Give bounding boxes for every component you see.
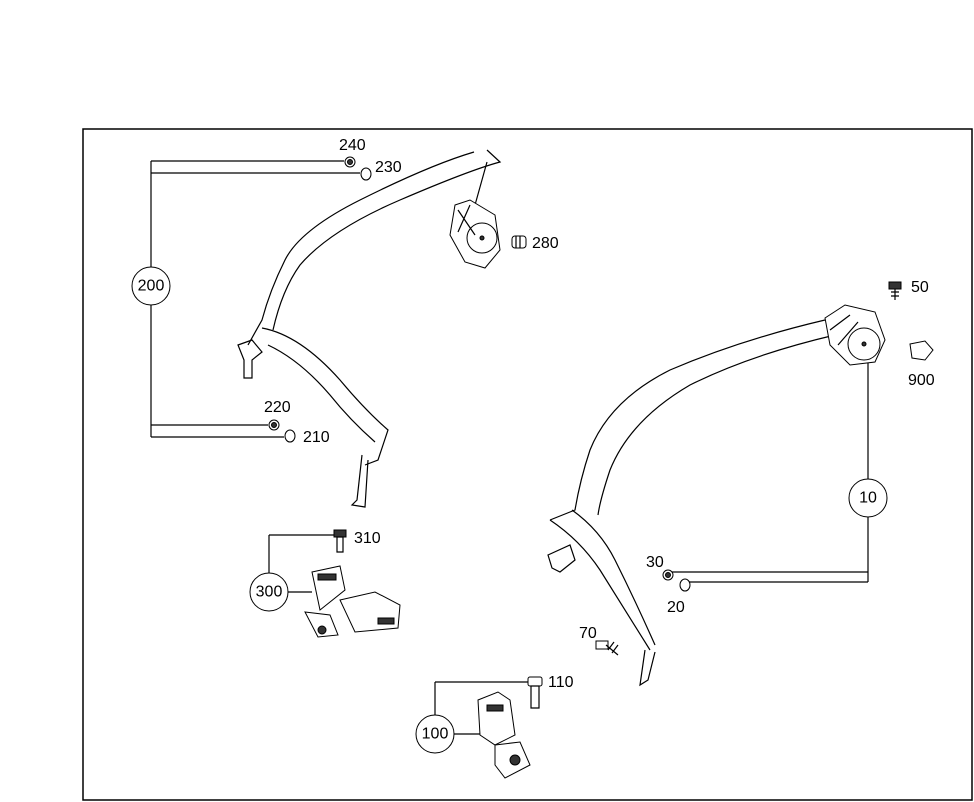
washer-30[interactable] [662, 569, 674, 581]
svg-text:300: 300 [256, 584, 283, 601]
washer-240[interactable] [344, 156, 356, 168]
label-280: 280 [532, 235, 559, 252]
label-20: 20 [667, 599, 685, 616]
bolt-70[interactable] [595, 640, 619, 656]
leader-300 [268, 534, 334, 593]
callout-200[interactable]: 200 [131, 266, 171, 306]
label-70: 70 [579, 625, 597, 642]
buckle-100[interactable] [477, 691, 531, 779]
buckle-300[interactable] [304, 565, 401, 638]
belt-retractor-right[interactable] [824, 304, 886, 366]
leader-200 [150, 160, 360, 438]
label-210: 210 [303, 429, 330, 446]
connector-900[interactable] [909, 340, 934, 361]
washer-210[interactable] [284, 429, 296, 443]
diagram-frame [82, 128, 973, 801]
callout-300[interactable]: 300 [249, 572, 289, 612]
svg-text:200: 200 [138, 278, 165, 295]
label-900: 900 [908, 372, 935, 389]
label-240: 240 [339, 137, 366, 154]
label-30: 30 [646, 554, 664, 571]
svg-text:100: 100 [422, 726, 449, 743]
label-310: 310 [354, 530, 381, 547]
bolt-280[interactable] [511, 235, 527, 249]
leader-100 [434, 681, 528, 735]
label-110: 110 [548, 674, 574, 691]
label-50: 50 [911, 279, 929, 296]
label-220: 220 [264, 399, 291, 416]
screw-50[interactable] [888, 281, 902, 300]
callout-100[interactable]: 100 [415, 714, 455, 754]
belt-retractor-left[interactable] [449, 199, 501, 269]
svg-text:10: 10 [859, 490, 877, 507]
washer-230[interactable] [360, 167, 372, 181]
callout-10[interactable]: 10 [848, 478, 888, 518]
screw-310[interactable] [333, 529, 347, 553]
label-230: 230 [375, 159, 402, 176]
leader-10 [672, 362, 869, 583]
bolt-110[interactable] [527, 676, 543, 709]
washer-220[interactable] [268, 419, 280, 431]
seat-belt-left[interactable] [237, 149, 502, 508]
seat-belt-right[interactable] [547, 319, 836, 687]
washer-20[interactable] [679, 578, 691, 592]
